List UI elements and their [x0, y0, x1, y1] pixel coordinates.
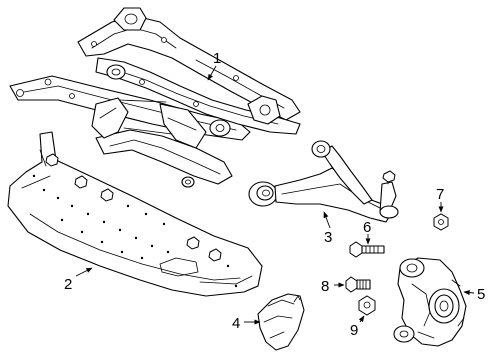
callout-labels: 1 2 3 4 5 6 7 8 9: [64, 50, 485, 339]
under-shield-part: [7, 131, 263, 297]
nut-7-part: [433, 213, 449, 231]
callout-7: 7: [436, 186, 444, 203]
callout-leaders: [75, 65, 475, 325]
nut-9-part: [358, 295, 376, 316]
leader-2: [75, 267, 93, 277]
callout-8: 8: [321, 278, 329, 295]
bolt-6-part: [349, 241, 385, 258]
callout-3: 3: [324, 229, 332, 246]
bolt-8-part: [345, 276, 371, 293]
leader-5: [463, 290, 475, 296]
subframe-part: [9, 7, 301, 188]
callout-2: 2: [64, 276, 72, 293]
callout-6: 6: [363, 219, 371, 236]
callout-1: 1: [213, 50, 221, 67]
callout-5: 5: [477, 286, 485, 303]
control-arm-part: [248, 140, 399, 223]
callout-4: 4: [232, 315, 240, 332]
leader-9: [358, 315, 365, 323]
callout-9: 9: [350, 322, 358, 339]
bracket-part: [257, 293, 305, 351]
leader-3: [323, 211, 331, 229]
leader-1: [207, 65, 217, 81]
knuckle-part: [393, 257, 467, 347]
